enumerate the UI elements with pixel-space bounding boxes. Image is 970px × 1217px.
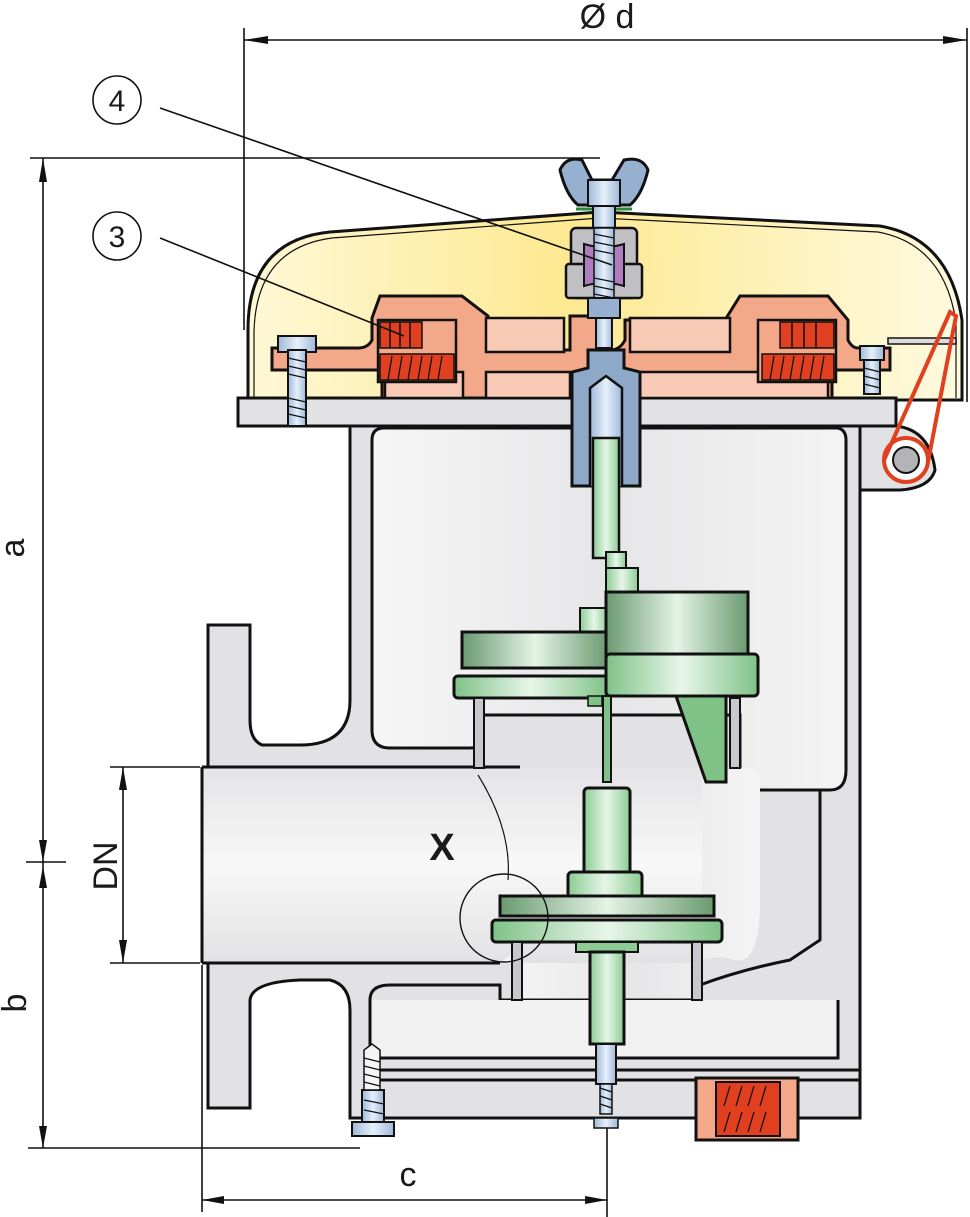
dimension-a: a [0,157,600,862]
detail-label-x: X [429,827,455,869]
callout-3: 3 [92,211,405,337]
callout-number-3: 3 [109,221,126,254]
dimension-label-dn: DN [87,841,125,890]
callout-4: 4 [92,75,613,266]
dimension-label-d: Ø d [580,0,635,36]
arrow-left-icon [202,1196,224,1204]
hood-bolt-left [277,335,317,427]
arrow-right-icon [943,36,967,44]
dimension-dn: DN [87,766,200,964]
dimension-label-b: b [0,994,34,1013]
hood-bolt-right [859,345,885,395]
callout-number-4: 4 [109,85,126,118]
wing-nut [558,157,650,211]
arrow-down-icon [119,940,127,963]
drain-plug-arrester [694,1076,800,1142]
valve-body [200,396,898,1120]
arrow-down-icon [39,840,47,862]
bottom-bolt [351,1043,395,1137]
dimension-d: Ø d [243,0,968,402]
dimension-c: c [201,965,608,1217]
flame-arrester-element-right [756,318,838,384]
arrow-up-icon [39,158,47,182]
dimension-b: b [0,861,360,1149]
arrow-left-icon [244,36,268,44]
detail-x-marker: X [429,774,549,963]
arrow-right-icon [585,1196,607,1204]
vacuum-pallet [490,786,724,1129]
pressure-pallet [452,436,760,784]
flame-arrester-element-left [376,318,458,384]
hood-hinge [858,309,959,492]
arrow-up-icon [39,866,47,888]
spring-cartridge [564,205,644,311]
dimension-label-c: c [400,1156,417,1194]
dimension-label-a: a [0,538,32,557]
arrow-up-icon [119,767,127,790]
arrow-down-icon [39,1126,47,1148]
